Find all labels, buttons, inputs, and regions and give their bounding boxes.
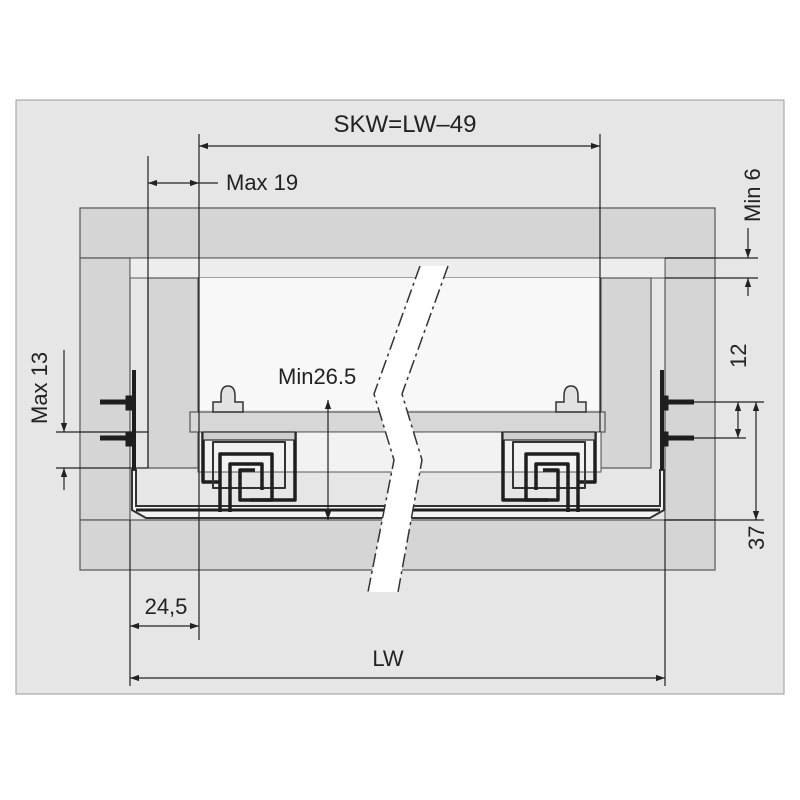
cabinet-top-underside [129, 257, 666, 279]
left-locking-pin [212, 385, 244, 413]
left-runner-profile [201, 431, 297, 512]
drawing-break-band [368, 266, 448, 592]
dimension-lines [56, 134, 764, 686]
cabinet-left-side [79, 257, 131, 521]
thirtyseven-label: 37 [744, 526, 769, 550]
right-runner-profile [501, 431, 597, 512]
min26-5-label: Min26.5 [278, 364, 356, 389]
lw-label: LW [372, 646, 404, 671]
max19-label: Max 19 [226, 170, 298, 195]
right-locking-pin [555, 385, 587, 413]
left-screws [100, 370, 136, 470]
twentyfour-5-label: 24,5 [145, 594, 188, 619]
cabinet-frame [79, 207, 716, 571]
drawing-break-lines [367, 265, 449, 593]
drawer-left-wall [147, 277, 199, 469]
right-screws [660, 370, 694, 470]
cabinet-top-panel [79, 207, 716, 259]
skw-label: SKW=LW‒49 [334, 111, 477, 138]
min6-label: Min 6 [740, 168, 765, 222]
max13-label: Max 13 [27, 352, 52, 424]
cabinet-right-side [664, 257, 716, 521]
drawer-right-wall [600, 277, 652, 469]
twelve-label: 12 [726, 344, 751, 368]
